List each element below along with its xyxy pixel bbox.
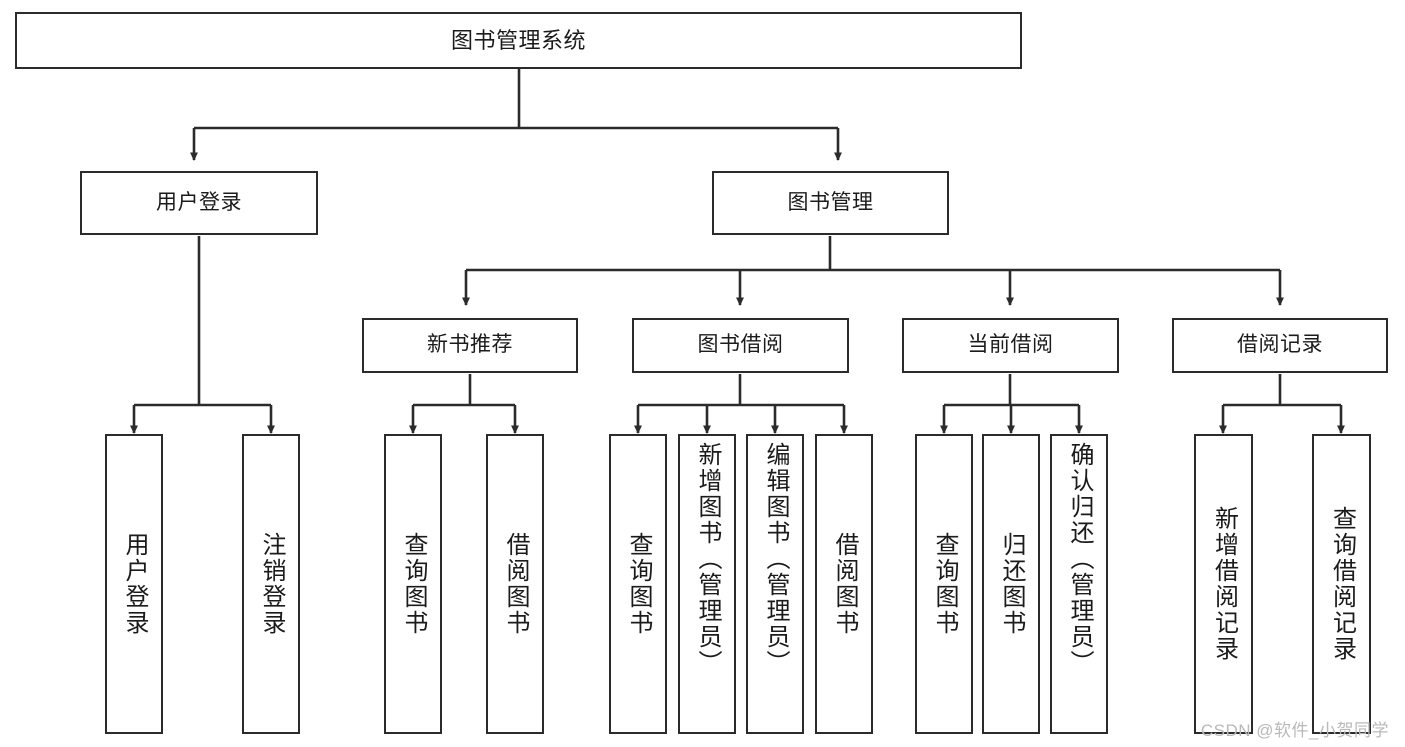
node-label: 新增图书（管理员） (694, 442, 721, 676)
csdn-watermark: CSDN @软件_小贺同学 (1200, 721, 1389, 740)
node-label: 归还图书 (998, 532, 1025, 636)
node-label: 当前借阅 (967, 333, 1054, 357)
node-root-system[interactable]: 图书管理系统 (15, 12, 1022, 69)
leaf-query-book-3[interactable]: 查询图书 (915, 434, 973, 734)
node-label: 注销登录 (258, 532, 285, 636)
node-new-book-recommend[interactable]: 新书推荐 (362, 318, 578, 373)
leaf-borrow-book-1[interactable]: 借阅图书 (486, 434, 544, 734)
leaf-return-book[interactable]: 归还图书 (982, 434, 1040, 734)
leaf-confirm-return[interactable]: 确认归还（管理员） (1050, 434, 1108, 734)
node-label: 借阅图书 (831, 532, 858, 636)
node-user-login[interactable]: 用户登录 (80, 171, 318, 235)
leaf-logout-login[interactable]: 注销登录 (242, 434, 300, 734)
node-label: 用户登录 (156, 190, 242, 214)
node-book-borrow[interactable]: 图书借阅 (632, 318, 849, 373)
leaf-edit-book[interactable]: 编辑图书（管理员） (746, 434, 804, 734)
leaf-add-borrow-record[interactable]: 新增借阅记录 (1194, 434, 1253, 734)
node-label: 用户登录 (121, 532, 148, 636)
leaf-user-login[interactable]: 用户登录 (105, 434, 163, 734)
leaf-query-book-2[interactable]: 查询图书 (609, 434, 667, 734)
node-label: 图书借阅 (697, 333, 784, 357)
node-book-manage[interactable]: 图书管理 (712, 171, 949, 235)
leaf-add-book[interactable]: 新增图书（管理员） (678, 434, 736, 734)
leaf-query-borrow-record[interactable]: 查询借阅记录 (1312, 434, 1371, 734)
leaf-borrow-book-2[interactable]: 借阅图书 (815, 434, 873, 734)
node-label: 确认归还（管理员） (1066, 442, 1093, 676)
node-borrow-record[interactable]: 借阅记录 (1172, 318, 1388, 373)
leaf-query-book-1[interactable]: 查询图书 (384, 434, 442, 734)
node-label: 借阅图书 (502, 532, 529, 636)
node-label: 图书管理系统 (450, 27, 586, 53)
node-label: 查询图书 (625, 532, 652, 636)
node-label: 查询图书 (400, 532, 427, 636)
node-label: 新书推荐 (427, 333, 513, 357)
node-label: 新增借阅记录 (1210, 506, 1238, 662)
node-label: 编辑图书（管理员） (762, 442, 789, 676)
node-label: 查询图书 (931, 532, 958, 636)
node-label: 查询借阅记录 (1328, 506, 1356, 662)
node-label: 借阅记录 (1237, 333, 1323, 357)
node-label: 图书管理 (787, 190, 874, 214)
node-current-borrow[interactable]: 当前借阅 (902, 318, 1119, 373)
